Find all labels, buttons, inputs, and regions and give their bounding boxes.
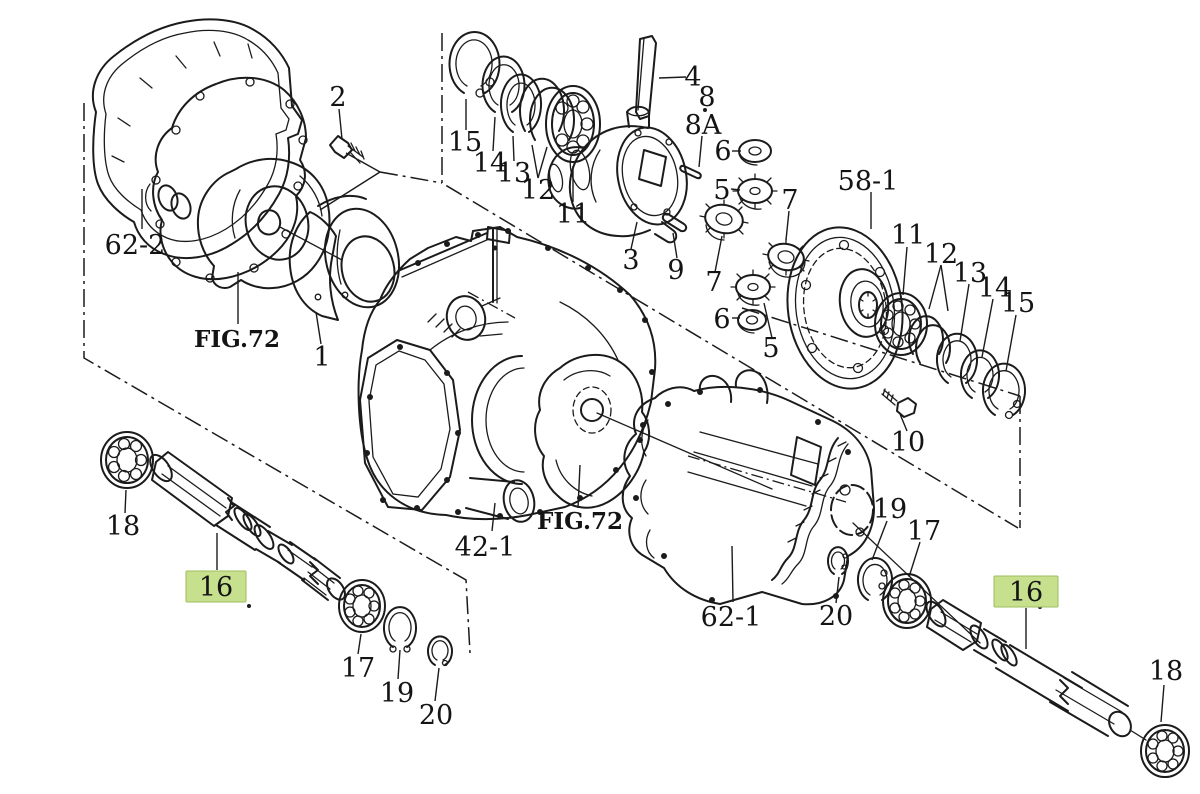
callout-11-right: 11 <box>891 220 925 251</box>
part-6-washer-lower <box>737 309 767 334</box>
part-10-bolt <box>881 388 917 418</box>
callout-6-upper: 6 <box>714 136 731 167</box>
callout-8a: 8A <box>685 110 722 141</box>
part-20-ring-right <box>827 546 849 575</box>
part-18-bearing-left <box>100 431 154 489</box>
part-13-ring-left <box>500 73 542 133</box>
callout-58-1: 58-1 <box>838 166 899 197</box>
part-16-shaft-left <box>149 451 346 601</box>
callout-14-right: 14 <box>978 273 1012 304</box>
callout-4: 4 <box>684 62 701 93</box>
part-8a-pin <box>679 164 702 180</box>
callout-16-left: 16 <box>199 572 233 603</box>
part-9-pin <box>661 212 688 233</box>
callout-15-right: 15 <box>1001 288 1035 319</box>
callout-7-left: 7 <box>705 267 722 298</box>
callout-17-right: 17 <box>907 516 941 547</box>
callout-19-left: 19 <box>380 678 414 709</box>
part-14-ring-right <box>960 349 1000 399</box>
part-3-differential-case <box>547 105 688 244</box>
part-15-snap-ring-left <box>448 31 501 98</box>
callout-16-right: 16 <box>1009 577 1043 608</box>
part-14-ring-left <box>481 55 526 113</box>
callout-fig72-center: FIG.72 <box>537 508 623 535</box>
callout-7-right: 7 <box>781 185 798 216</box>
highlight-box-16-left <box>185 570 247 603</box>
callout-5-upper: 5 <box>713 175 730 206</box>
callout-labels: 2 62-2 FIG.72 1 15 14 13 12 11 3 9 4 8 8… <box>105 62 1184 731</box>
callout-8: 8 <box>698 82 715 113</box>
callout-10: 10 <box>891 427 925 458</box>
part-42-1-housing <box>357 226 657 523</box>
callout-62-1: 62-1 <box>701 602 762 633</box>
part-5-gear-upper <box>732 173 778 210</box>
part-fig72-clutch-disc-left <box>196 157 343 290</box>
callout-17-left: 17 <box>341 653 375 684</box>
part-7-gear-left <box>699 199 749 241</box>
callout-fig72-left: FIG.72 <box>194 326 280 353</box>
part-11-bearing-right <box>874 292 928 356</box>
callout-20-left: 20 <box>419 700 453 731</box>
part-5-gear-lower <box>730 269 776 306</box>
callout-14-left: 14 <box>473 148 507 179</box>
part-62-1-housing <box>621 369 875 606</box>
part-7-gear-right <box>762 238 810 278</box>
callout-62-2: 62-2 <box>105 230 166 261</box>
callout-2: 2 <box>329 82 346 113</box>
callout-9: 9 <box>667 255 684 286</box>
part-19-snap-ring-right <box>857 557 893 601</box>
part-2-bolt <box>329 135 365 164</box>
highlight-box-16-right <box>993 575 1059 608</box>
callout-20-right: 20 <box>819 601 853 632</box>
leader-lines <box>124 76 1165 723</box>
callout-5-lower: 5 <box>762 333 779 364</box>
part-19-snap-ring-left <box>383 606 417 653</box>
part-12-spring-washers-left <box>519 77 575 141</box>
part-11-bearing-left <box>545 85 601 163</box>
part-15-snap-ring-right <box>982 362 1026 420</box>
callout-42-1: 42-1 <box>455 532 516 563</box>
part-fig72-rotor-center <box>534 353 773 509</box>
callout-3: 3 <box>622 245 639 276</box>
panel-borders <box>83 33 1021 654</box>
callout-6-lower: 6 <box>713 304 730 335</box>
callout-12-left: 12 <box>521 175 555 206</box>
callout-13-left: 13 <box>497 158 531 189</box>
callout-15-left: 15 <box>448 127 482 158</box>
callout-1: 1 <box>313 342 330 373</box>
part-6-washer-upper <box>738 139 772 166</box>
part-18-bearing-right <box>1140 724 1190 778</box>
callout-13-right: 13 <box>953 258 987 289</box>
callout-18-right: 18 <box>1149 656 1183 687</box>
callout-19-right: 19 <box>873 494 907 525</box>
part-62-2-cover <box>91 18 308 283</box>
callout-18-left: 18 <box>106 511 140 542</box>
axis-lines <box>319 152 981 644</box>
part-20-ring-left <box>427 635 453 667</box>
part-13-ring-right <box>936 332 978 384</box>
callout-11-left: 11 <box>556 199 590 230</box>
callout-12-right: 12 <box>924 239 958 270</box>
part-1-retainer <box>288 194 400 321</box>
part-17-bearing-left <box>338 579 386 633</box>
part-17-bearing-right <box>882 573 932 629</box>
